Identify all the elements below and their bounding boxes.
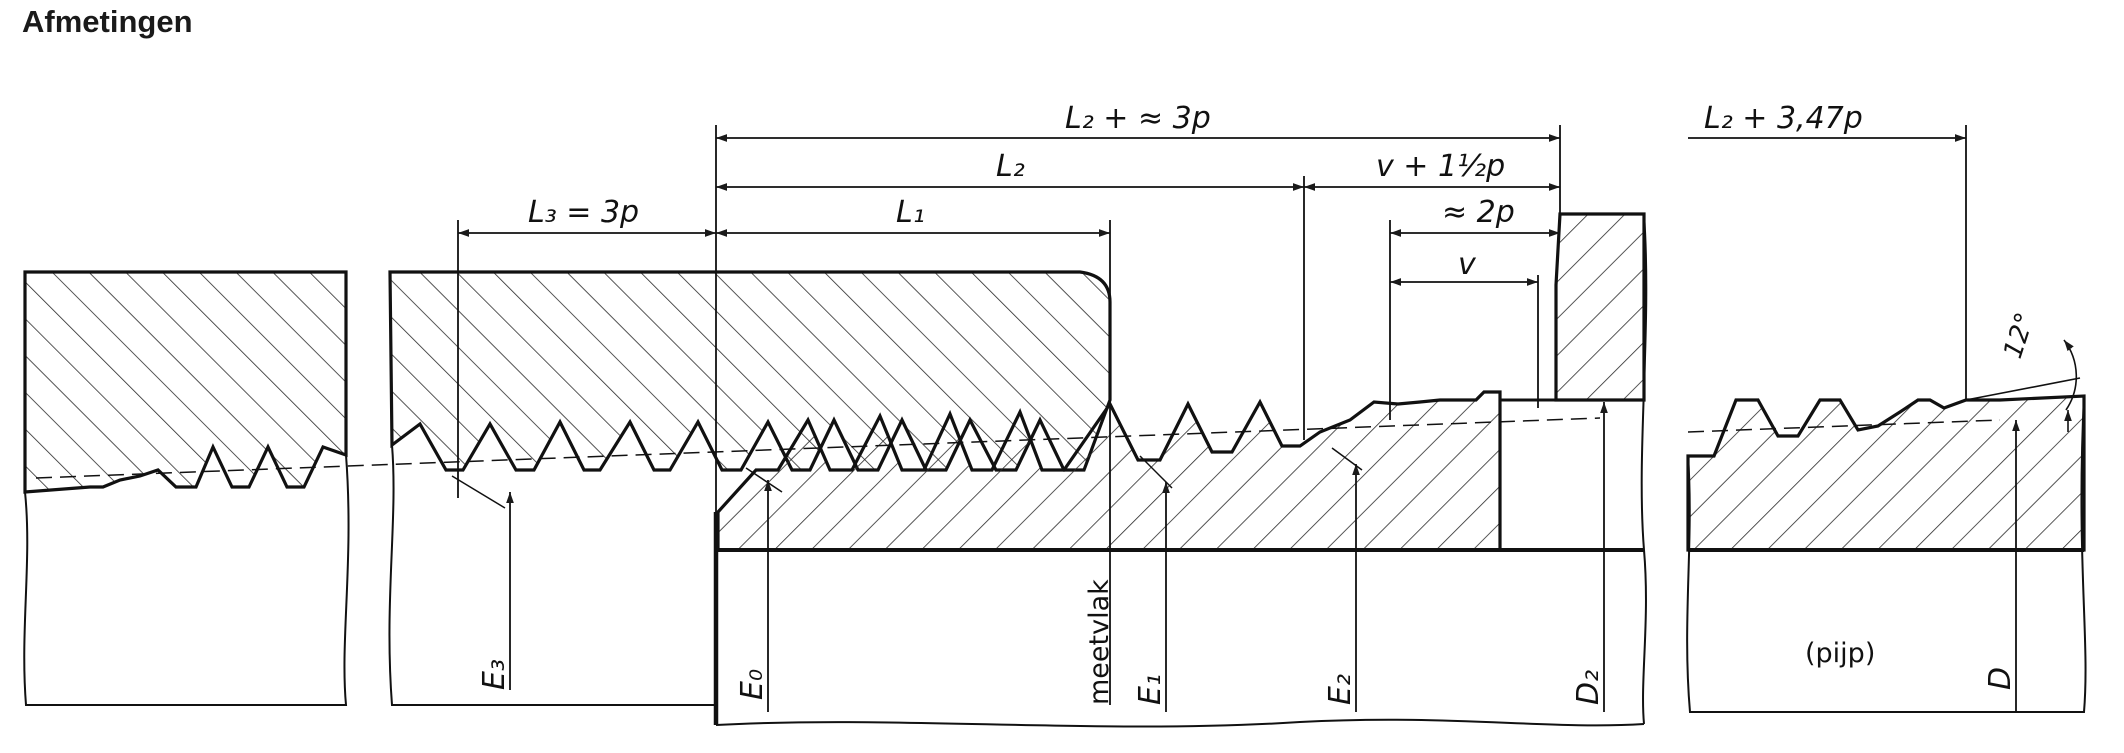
- pipe-right-break-outline: [1640, 213, 1648, 725]
- label-e3: E₃: [477, 659, 512, 690]
- pipe-end-shoulder: [1554, 212, 1646, 402]
- pipe-threaded-body: [716, 390, 1502, 552]
- label-e2: E₂: [1323, 674, 1358, 705]
- right-pipe-break-outline: [1686, 395, 2087, 713]
- socket-lower-break-outline: [388, 444, 716, 706]
- label-l2: L₂: [996, 149, 1025, 184]
- label-e1: E₁: [1133, 674, 1168, 705]
- label-v-plus-1half-p: v + 1½p: [1376, 149, 1505, 184]
- taper-angle-indicator: [1965, 339, 2081, 432]
- pipe-lower-break-outline: [715, 718, 1645, 728]
- dimension-lines: [458, 134, 1966, 286]
- label-l1: L₁: [896, 195, 925, 230]
- label-l3-eq-3p: L₃ = 3p: [528, 195, 639, 230]
- label-angle: 12°: [1998, 309, 2041, 362]
- left-fitting-section: [23, 270, 350, 706]
- vertical-arrows: [506, 402, 2020, 712]
- thread-flank-leaders: [451, 447, 1363, 509]
- label-l2-plus-347p: L₂ + 3,47p: [1704, 101, 1863, 136]
- label-d: D: [1983, 667, 2018, 690]
- left-fitting-body: [23, 270, 348, 494]
- label-meetvlak: meetvlak: [1084, 579, 1115, 705]
- label-d2: D₂: [1571, 670, 1606, 705]
- label-v: v: [1458, 247, 1477, 282]
- right-pipe-threaded-body: [1686, 394, 2086, 552]
- dimension-extension-lines: [457, 125, 1967, 720]
- page-title: Afmetingen: [22, 4, 193, 39]
- label-approx-2p: ≈ 2p: [1442, 195, 1515, 230]
- pipe-section: [713, 212, 1648, 728]
- label-pijp: (pijp): [1805, 638, 1875, 669]
- left-lower-break-outline: [23, 454, 350, 706]
- label-e0: E₀: [735, 669, 770, 700]
- right-pipe-detail: [1686, 394, 2087, 713]
- label-l2-plus-3p: L₂ + ≈ 3p: [1065, 101, 1211, 136]
- pitch-line: [35, 417, 2001, 479]
